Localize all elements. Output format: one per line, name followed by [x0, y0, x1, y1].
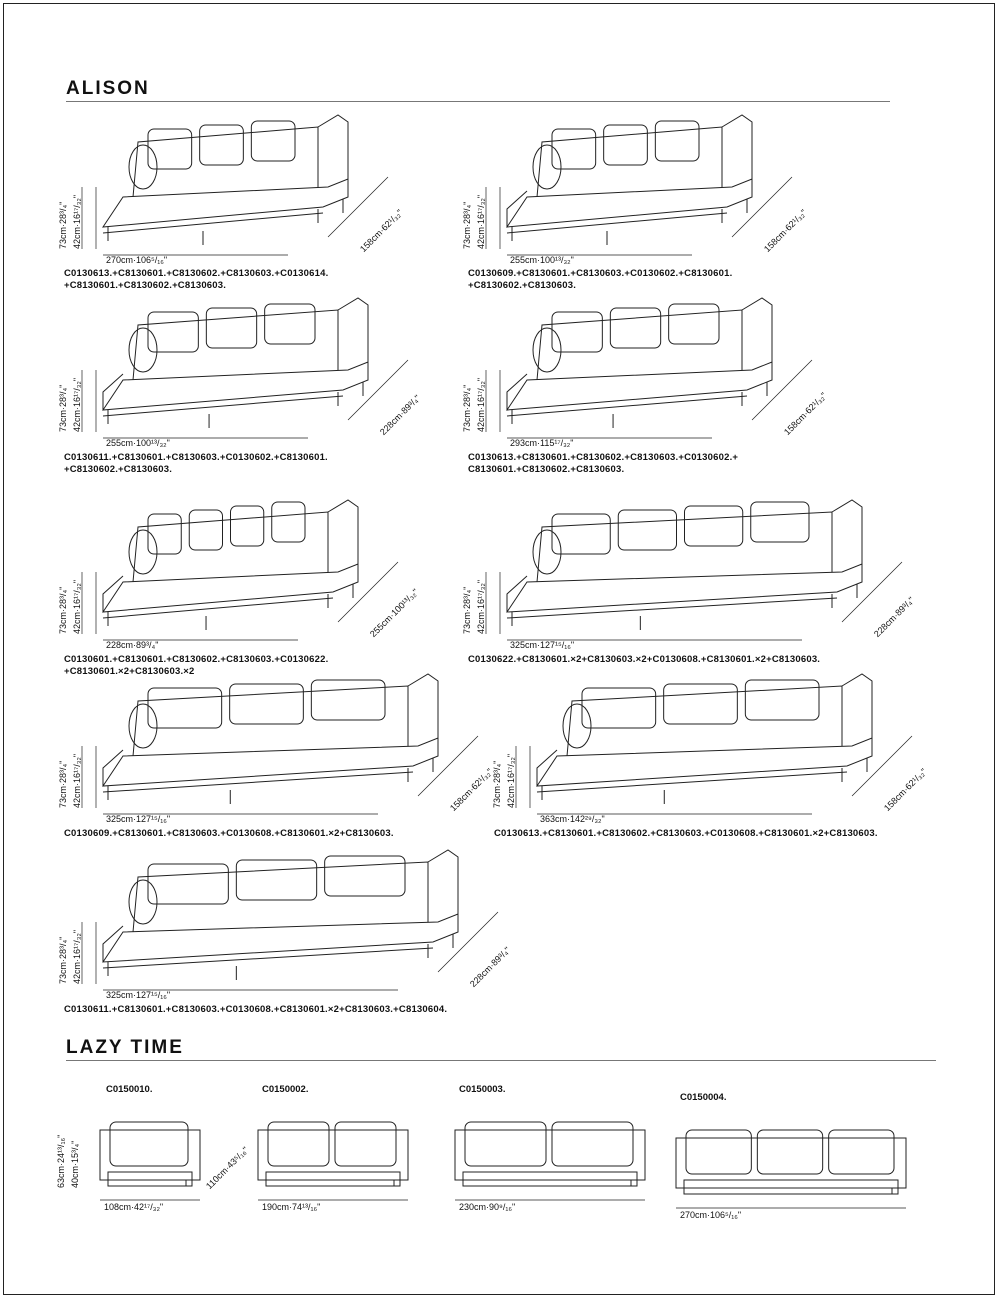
height-dimension-label: 73cm·28³/₄"	[462, 201, 472, 249]
sofa-line-drawing	[485, 114, 793, 256]
product-code: C0150004.	[680, 1092, 727, 1103]
product-code: C0150010.	[106, 1084, 153, 1095]
section-title-alison: ALISON	[66, 78, 150, 99]
alison-sofa-item: 363cm·142²⁹/₃₂"73cm·28³/₄"42cm·16¹⁷/₃₂"1…	[492, 673, 929, 844]
height-dimension-label: 73cm·28³/₄"	[58, 936, 68, 984]
width-dimension-label: 228cm·89³/₄"	[106, 640, 159, 650]
sofa-line-drawing	[675, 1129, 907, 1209]
sofa-line-drawing	[454, 1121, 646, 1201]
alison-sofa-item: 255cm·100¹³/₃₂"73cm·28³/₄"42cm·16¹⁷/₃₂"2…	[58, 297, 422, 475]
width-dimension-label: 270cm·106⁵/₁₆"	[106, 255, 168, 265]
sofa-drawing	[81, 297, 409, 439]
product-code: C0130611.+C8130601.+C8130603.+C0130608.+…	[64, 1004, 448, 1015]
sofa-drawing	[257, 1121, 409, 1201]
sofa-drawing	[81, 499, 399, 641]
sofa-line-drawing	[485, 297, 813, 439]
alison-sofa-item: 255cm·100¹³/₃₂"73cm·28³/₄"42cm·16¹⁷/₃₂"1…	[462, 114, 809, 291]
lazy-time-sofa-item: C0150002. 190cm·74¹³/₁₆"	[257, 1080, 468, 1230]
sofa-drawing	[515, 673, 913, 815]
sofa-line-drawing	[81, 673, 479, 815]
width-dimension-label: 255cm·100¹³/₃₂"	[510, 255, 574, 265]
product-code: C0130613.+C8130601.+C8130602.+C8130603.+…	[64, 268, 329, 291]
sofa-drawing	[675, 1129, 907, 1209]
sofa-line-drawing	[99, 1121, 201, 1201]
seat-height-dimension-label: 42cm·16¹⁷/₃₂"	[72, 377, 82, 432]
seat-height-dimension-label: 42cm·16¹⁷/₃₂"	[72, 579, 82, 634]
height-dimension-label: 73cm·28³/₄"	[58, 384, 68, 432]
sofa-drawing	[81, 849, 499, 991]
width-dimension-label: 108cm·42¹⁷/₃₂"	[104, 1202, 164, 1212]
seat-height-dimension-label: 42cm·16¹⁷/₃₂"	[476, 579, 486, 634]
lazy-time-sofa-item: C0150010. 108cm·42¹⁷/₃₂" 63cm·24¹³/₁₆" 40cm…	[56, 1080, 260, 1230]
sofa-line-drawing	[257, 1121, 409, 1201]
sofa-drawing	[81, 673, 479, 815]
seat-height-dimension-label: 42cm·16¹⁷/₃₂"	[506, 753, 516, 808]
height-dimension-label: 63cm·24¹³/₁₆"	[56, 1134, 66, 1188]
seat-height-dimension-label: 42cm·16¹⁷/₃₂"	[72, 929, 82, 984]
alison-sofa-item: 325cm·127¹⁵/₁₆"73cm·28³/₄"42cm·16¹⁷/₃₂"2…	[58, 849, 512, 1022]
width-dimension-label: 190cm·74¹³/₁₆"	[262, 1202, 321, 1212]
lazy-time-sofa-item: C0150004. 270cm·106⁵/₁₆"	[675, 1088, 966, 1238]
sofa-line-drawing	[81, 849, 499, 991]
product-code: C0130609.+C8130601.+C8130603.+C0130608.+…	[64, 828, 394, 839]
width-dimension-label: 363cm·142²⁹/₃₂"	[540, 814, 605, 824]
section-divider	[66, 1060, 936, 1061]
sofa-line-drawing	[81, 297, 409, 439]
alison-sofa-item: 270cm·106⁵/₁₆"73cm·28³/₄"42cm·16¹⁷/₃₂"15…	[58, 114, 405, 291]
width-dimension-label: 270cm·106⁵/₁₆"	[680, 1210, 742, 1220]
seat-height-dimension-label: 42cm·16¹⁷/₃₂"	[72, 194, 82, 249]
alison-sofa-item: 228cm·89³/₄"73cm·28³/₄"42cm·16¹⁷/₃₂"255c…	[58, 478, 420, 678]
seat-height-dimension-label: 42cm·16¹⁷/₃₂"	[72, 753, 82, 808]
seat-height-dimension-label: 42cm·16¹⁷/₃₂"	[476, 377, 486, 432]
product-code: C0150002.	[262, 1084, 309, 1095]
sofa-line-drawing	[81, 114, 389, 256]
seat-height-dimension-label: 42cm·16¹⁷/₃₂"	[476, 194, 486, 249]
page-border	[3, 3, 995, 1295]
height-dimension-label: 73cm·28³/₄"	[462, 586, 472, 634]
sofa-drawing	[454, 1121, 646, 1201]
product-code: C0130609.+C8130601.+C8130603.+C0130602.+…	[468, 268, 733, 291]
sofa-drawing	[485, 297, 813, 439]
lazy-time-sofa-item: C0150003. 230cm·90⁹/₁₆"	[454, 1080, 705, 1230]
width-dimension-label: 255cm·100¹³/₃₂"	[106, 438, 170, 448]
sofa-line-drawing	[81, 499, 399, 641]
height-dimension-label: 73cm·28³/₄"	[58, 760, 68, 808]
width-dimension-label: 325cm·127¹⁵/₁₆"	[106, 814, 171, 824]
sofa-drawing	[81, 114, 389, 256]
product-code: C0130611.+C8130601.+C8130603.+C0130602.+…	[64, 452, 328, 475]
sofa-line-drawing	[485, 499, 903, 641]
height-dimension-label: 73cm·28³/₄"	[58, 586, 68, 634]
width-dimension-label: 325cm·127¹⁵/₁₆"	[510, 640, 575, 650]
product-code: C0130613.+C8130601.+C8130602.+C8130603.+…	[468, 452, 739, 475]
sofa-line-drawing	[515, 673, 913, 815]
alison-sofa-item: 293cm·115¹⁷/₃₂"73cm·28³/₄"42cm·16¹⁷/₃₂"1…	[462, 297, 829, 475]
width-dimension-label: 325cm·127¹⁵/₁₆"	[106, 990, 171, 1000]
alison-sofa-item: 325cm·127¹⁵/₁₆"73cm·28³/₄"42cm·16¹⁷/₃₂"2…	[462, 498, 916, 668]
height-dimension-label: 73cm·28³/₄"	[58, 201, 68, 249]
sofa-drawing	[485, 114, 793, 256]
sofa-drawing	[99, 1121, 201, 1201]
sofa-drawing	[485, 499, 903, 641]
product-code: C0130613.+C8130601.+C8130602.+C8130603.+…	[494, 828, 878, 839]
seat-height-dimension-label: 40cm·15³/₄"	[70, 1140, 80, 1188]
width-dimension-label: 293cm·115¹⁷/₃₂"	[510, 438, 574, 448]
width-dimension-label: 230cm·90⁹/₁₆"	[459, 1202, 516, 1212]
product-code: C0150003.	[459, 1084, 506, 1095]
section-title-lazy-time: LAZY TIME	[66, 1037, 184, 1058]
height-dimension-label: 73cm·28³/₄"	[492, 760, 502, 808]
alison-sofa-item: 325cm·127¹⁵/₁₆"73cm·28³/₄"42cm·16¹⁷/₃₂"1…	[58, 673, 495, 844]
height-dimension-label: 73cm·28³/₄"	[462, 384, 472, 432]
product-code: C0130601.+C8130601.+C8130602.+C8130603.+…	[64, 654, 329, 677]
product-code: C0130622.+C8130601.×2+C8130603.×2+C01306…	[468, 654, 821, 665]
section-divider	[66, 101, 890, 102]
